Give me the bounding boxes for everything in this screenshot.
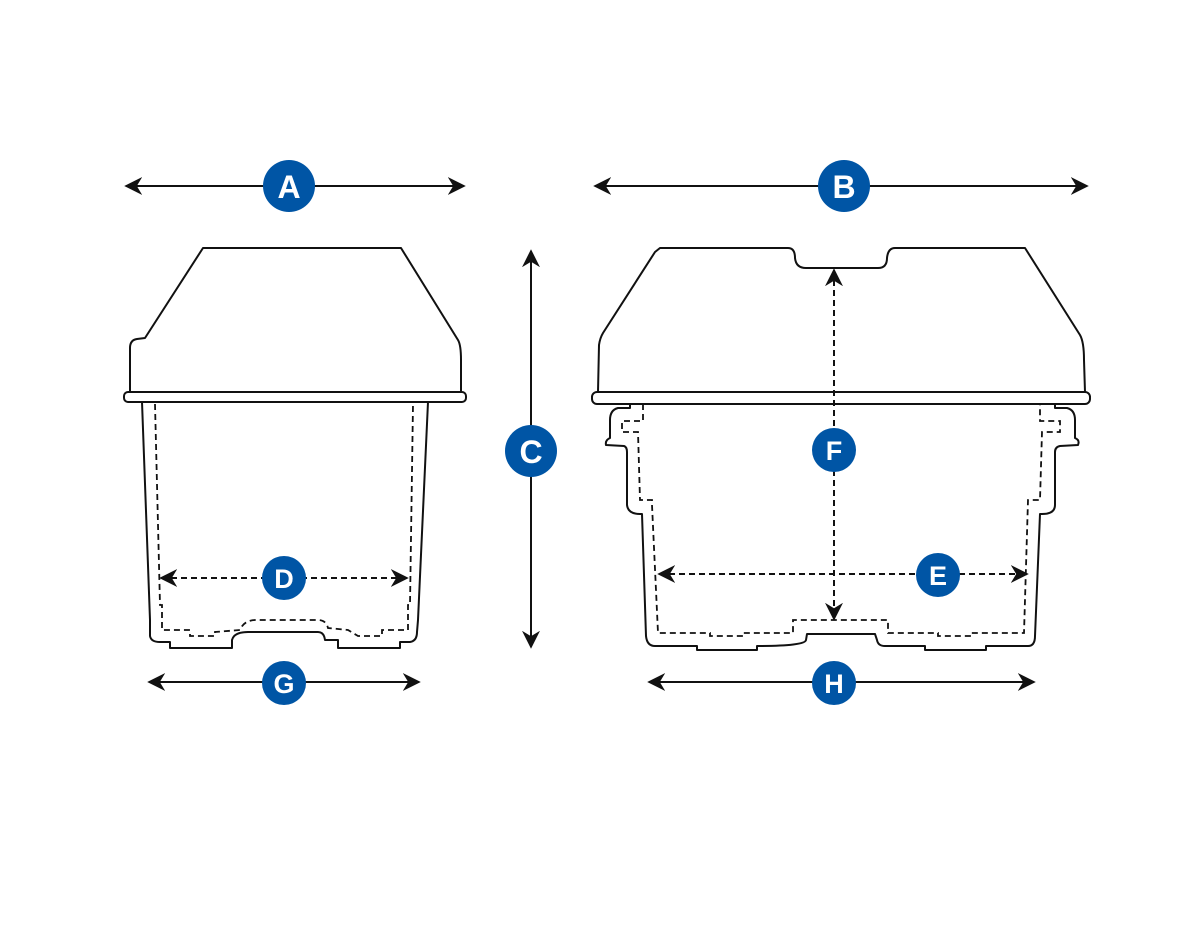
right-inner-outline: [621, 404, 1061, 637]
left-inner-outline: [154, 403, 414, 637]
label-badge-e: E: [916, 553, 960, 597]
label-c: C: [519, 434, 542, 470]
label-g: G: [273, 669, 294, 699]
label-b: B: [832, 169, 855, 205]
label-badge-g: G: [262, 661, 306, 705]
label-badge-c: C: [505, 425, 557, 477]
right-lid: [597, 247, 1086, 393]
label-badge-h: H: [812, 661, 856, 705]
left-rim: [123, 391, 467, 403]
label-badge-a: A: [263, 160, 315, 212]
label-h: H: [824, 669, 844, 699]
right-rim: [591, 391, 1091, 405]
left-lid: [129, 247, 462, 393]
label-badge-d: D: [262, 556, 306, 600]
label-a: A: [277, 169, 300, 205]
label-f: F: [826, 436, 843, 466]
label-badge-b: B: [818, 160, 870, 212]
label-e: E: [929, 561, 947, 591]
label-badge-f: F: [812, 428, 856, 472]
left-body: [141, 401, 429, 649]
label-d: D: [274, 564, 294, 594]
